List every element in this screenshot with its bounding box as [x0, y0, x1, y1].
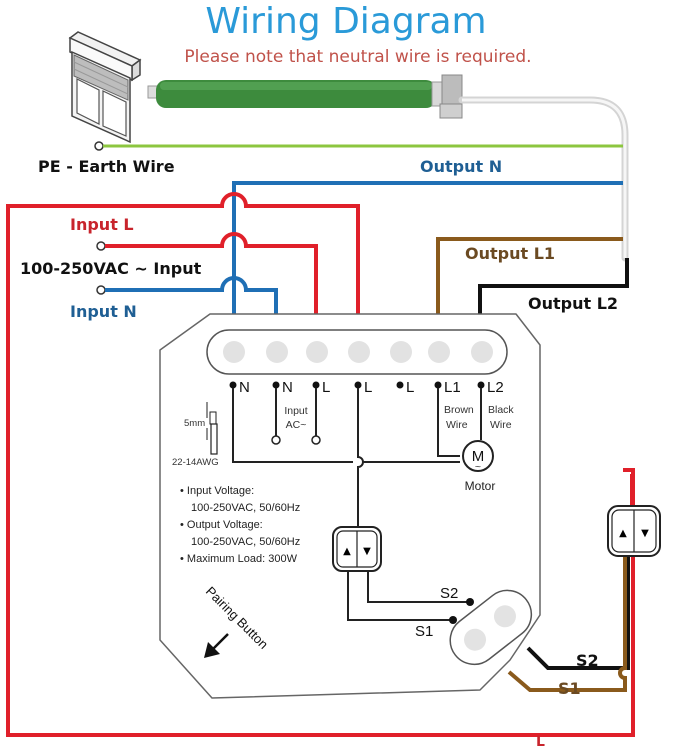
switch-down-icon: ▼	[363, 546, 371, 557]
terminal-screw	[223, 341, 245, 363]
specifications: • Input Voltage: 100-250VAC, 50/60Hz • Out…	[180, 485, 300, 565]
svg-text:M: M	[472, 448, 485, 465]
input-n-terminal	[96, 285, 106, 295]
terminal-screw	[348, 341, 370, 363]
svg-text:S1: S1	[415, 623, 433, 640]
tubular-motor-icon	[147, 74, 463, 119]
wall-switch-icon[interactable]	[607, 505, 661, 557]
input-n-label: Input N	[70, 302, 137, 321]
s1-label: S1	[558, 679, 581, 698]
input-l-label: Input L	[70, 215, 134, 234]
svg-text:Wire: Wire	[446, 419, 468, 431]
terminal-label: N	[282, 379, 293, 396]
output-l1-wire	[436, 237, 623, 315]
spec-line: 100-250VAC, 50/60Hz	[191, 502, 300, 514]
motor-label: Motor	[465, 479, 496, 493]
svg-text:Wire: Wire	[490, 419, 512, 431]
output-n-wire	[232, 181, 623, 315]
spec-line: • Input Voltage:	[180, 485, 254, 497]
terminal-label: L	[364, 379, 372, 396]
svg-text:5mm: 5mm	[184, 418, 205, 429]
terminal-label: L	[406, 379, 414, 396]
wall-switch-down-icon[interactable]: ▼	[641, 528, 649, 539]
terminal-screws	[223, 341, 493, 363]
earth-terminal	[94, 141, 104, 151]
pairing-arrow-icon	[204, 633, 229, 658]
terminal-dot	[396, 381, 404, 389]
svg-text:Brown: Brown	[444, 404, 474, 416]
terminal-dot	[229, 381, 237, 389]
svg-text:AC~: AC~	[286, 419, 307, 431]
input-n-wire	[105, 276, 278, 315]
diagram-title: Wiring Diagram	[205, 1, 486, 42]
terminal-dot	[354, 381, 362, 389]
neutral-note: Please note that neutral wire is require…	[184, 47, 531, 67]
input-l-terminal	[96, 241, 106, 251]
svg-text:Black: Black	[488, 404, 514, 416]
wire-strip-icon	[206, 402, 218, 455]
svg-text:~: ~	[475, 461, 481, 473]
svg-text:S2: S2	[440, 585, 458, 602]
terminal-label: L1	[444, 379, 461, 396]
output-l2-wire	[478, 258, 629, 315]
terminal-dot	[434, 381, 442, 389]
terminal-screw	[428, 341, 450, 363]
terminal-label: N	[239, 379, 250, 396]
pairing-button-terminal[interactable]	[441, 581, 541, 674]
input-voltage-label: 100-250VAC ~ Input	[20, 259, 202, 278]
terminal-screw	[390, 341, 412, 363]
output-l1-label: Output L1	[465, 244, 555, 263]
live-bottom-label: L	[536, 734, 545, 750]
svg-text:Input: Input	[284, 405, 307, 417]
s2-wire	[526, 523, 630, 670]
terminal-dot	[312, 381, 320, 389]
spec-line: • Maximum Load: 300W	[180, 553, 298, 565]
s2-label: S2	[576, 651, 599, 670]
internal-switch-icon	[332, 526, 382, 572]
motor-symbol-icon	[462, 440, 494, 472]
terminal-label: L	[322, 379, 330, 396]
terminal-label: L2	[487, 379, 504, 396]
output-l2-label: Output L2	[528, 294, 618, 313]
terminal-screw	[471, 341, 493, 363]
motor-cable	[458, 96, 629, 262]
svg-text:22-14AWG: 22-14AWG	[172, 457, 219, 468]
roller-shutter-icon	[68, 31, 142, 144]
terminal-screw	[266, 341, 288, 363]
switch-up-icon: ▲	[343, 546, 351, 557]
terminal-screw	[306, 341, 328, 363]
wall-switch-up-icon[interactable]: ▲	[619, 528, 627, 539]
spec-line: • Output Voltage:	[180, 519, 263, 531]
output-n-label: Output N	[420, 157, 502, 176]
input-l-wire	[105, 232, 318, 315]
terminal-dot	[477, 381, 485, 389]
earth-label: PE - Earth Wire	[38, 157, 175, 176]
live-loop-wire	[6, 192, 635, 737]
s1-wire	[507, 523, 627, 692]
terminal-dot	[272, 381, 280, 389]
spec-line: 100-250VAC, 50/60Hz	[191, 536, 300, 548]
